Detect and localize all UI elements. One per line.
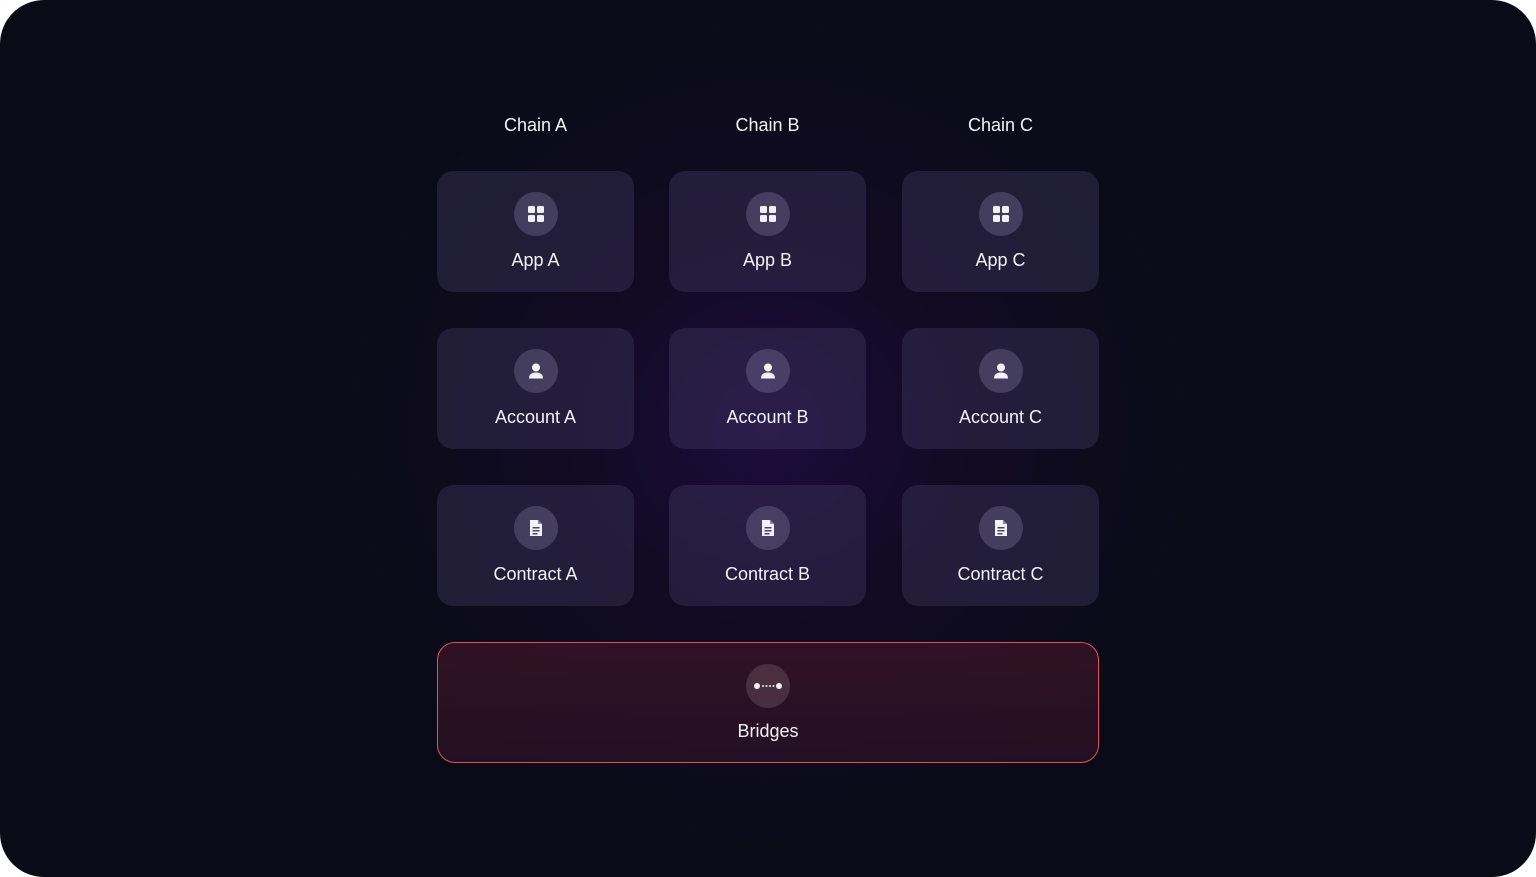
bridges-card: Bridges [437, 642, 1099, 763]
contract-c-card: Contract C [902, 485, 1099, 606]
account-b-label: Account B [726, 407, 809, 427]
grid-icon [978, 192, 1023, 236]
app-c-label: App C [975, 250, 1026, 270]
chain-a-header: Chain A [503, 115, 568, 135]
account-b-card: Account B [669, 328, 866, 449]
contract-b-label: Contract B [724, 564, 811, 584]
account-c-label: Account C [958, 407, 1043, 427]
contract-b-card: Contract B [669, 485, 866, 606]
contract-a-card: Contract A [437, 485, 634, 606]
grid-icon [513, 192, 558, 236]
app-b-label: App B [742, 250, 793, 270]
app-a-label: App A [511, 250, 560, 270]
account-c-card: Account C [902, 328, 1099, 449]
user-icon [978, 349, 1023, 393]
chain-c-header: Chain C [967, 115, 1034, 135]
user-icon [745, 349, 790, 393]
document-icon [978, 506, 1023, 550]
app-b-card: App B [669, 171, 866, 292]
document-icon [745, 506, 790, 550]
chain-b-header: Chain B [735, 115, 800, 135]
bridge-dots-icon [746, 664, 790, 708]
bridges-label: Bridges [737, 721, 799, 741]
contract-c-label: Contract C [957, 564, 1044, 584]
grid-icon [745, 192, 790, 236]
account-a-label: Account A [494, 407, 577, 427]
document-icon [513, 506, 558, 550]
app-a-card: App A [437, 171, 634, 292]
account-a-card: Account A [437, 328, 634, 449]
user-icon [513, 349, 558, 393]
app-c-card: App C [902, 171, 1099, 292]
contract-a-label: Contract A [493, 564, 578, 584]
